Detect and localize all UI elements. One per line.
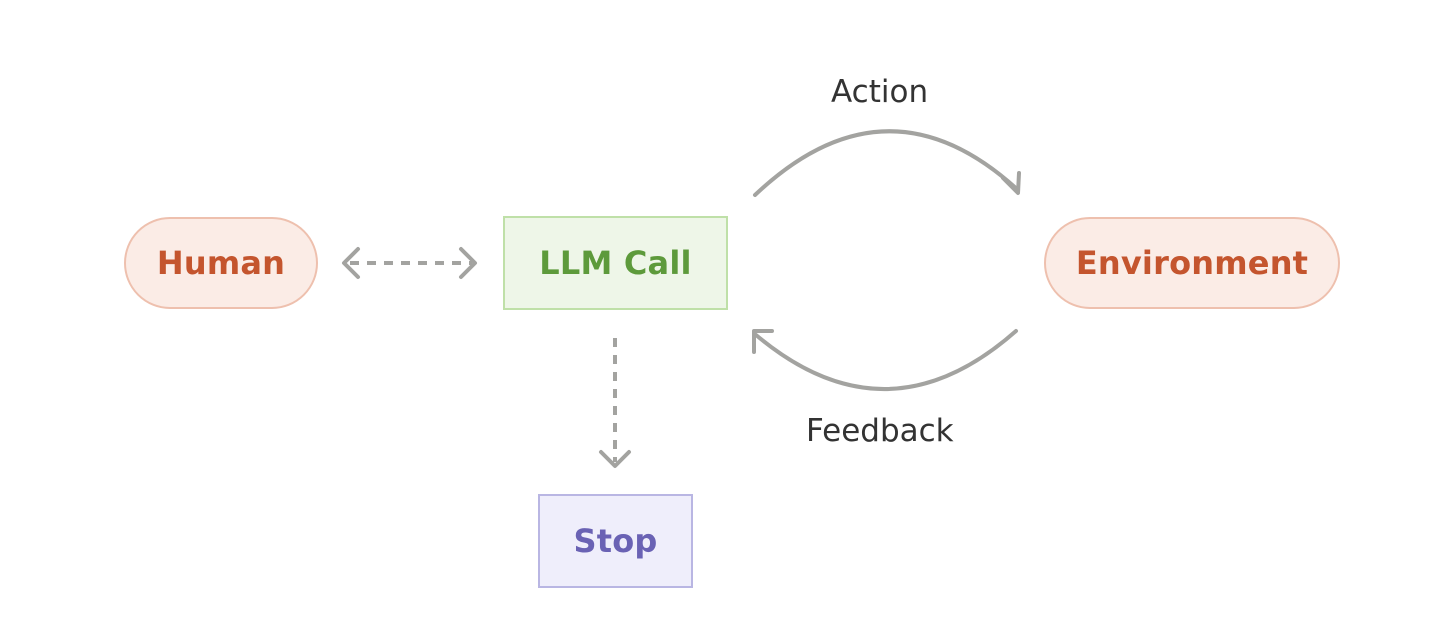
environment-node: Environment	[1044, 217, 1340, 309]
action-label: Action	[831, 74, 929, 110]
human-llm-arrowhead-left	[342, 247, 360, 279]
feedback-arrow	[754, 329, 1018, 391]
human-node: Human	[124, 217, 318, 309]
feedback-label: Feedback	[806, 413, 954, 449]
action-arrowhead	[1001, 171, 1021, 195]
environment-node-label: Environment	[1075, 244, 1309, 282]
llm-call-node-label: LLM Call	[539, 244, 692, 282]
action-arrow	[753, 129, 1020, 197]
stop-node-label: Stop	[573, 522, 658, 560]
feedback-arrowhead	[752, 329, 774, 354]
llm-stop-arrowhead	[599, 450, 631, 468]
human-llm-arrowhead-right	[459, 247, 477, 279]
human-node-label: Human	[156, 244, 286, 282]
stop-node: Stop	[538, 494, 693, 588]
llm-call-node: LLM Call	[503, 216, 728, 310]
